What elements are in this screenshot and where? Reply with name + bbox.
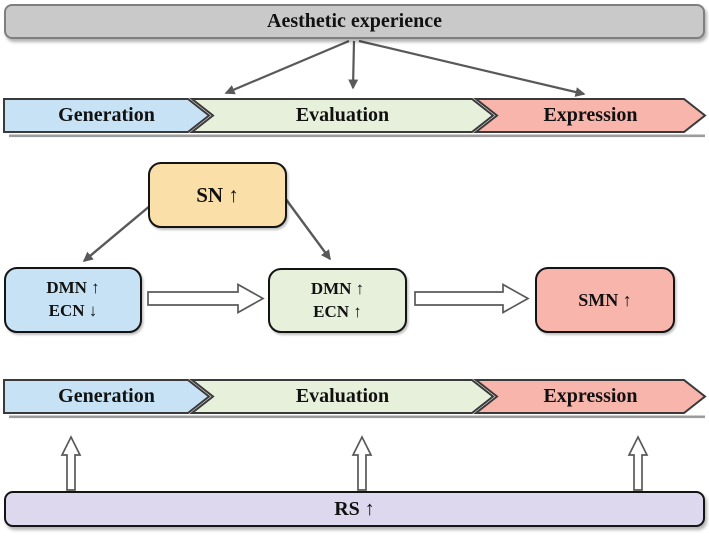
- arrow-sn-to-generation-state: [82, 204, 152, 262]
- block-arrow-evaluation-to-expression: [414, 283, 530, 314]
- title-fanout-arrows: [224, 39, 586, 97]
- generation-state-text: DMN ↑ ECN ↓: [46, 277, 99, 323]
- arrow-title-to-evaluation: [348, 40, 359, 90]
- aesthetic-experience-box: Aesthetic experience: [4, 4, 705, 39]
- chevron-evaluation-top: [189, 98, 495, 133]
- chevron-row-top-shadow: [9, 134, 705, 138]
- chevron-expression-bottom: [473, 379, 707, 414]
- chevron-generation-top: [3, 98, 211, 133]
- rs-upward-arrows: [60, 435, 649, 491]
- smn-box: SMN ↑: [535, 267, 675, 333]
- chevron-row-top: [3, 98, 707, 133]
- arrow-title-to-expression: [358, 39, 586, 97]
- block-arrow-rs-to-generation: [60, 435, 82, 491]
- sn-arrows: [82, 197, 331, 262]
- state-transition-arrows: [147, 283, 530, 314]
- block-arrow-rs-to-evaluation: [351, 435, 373, 491]
- aesthetic-experience-label: Aesthetic experience: [267, 10, 442, 32]
- rs-box: RS ↑: [4, 491, 705, 527]
- block-arrow-generation-to-evaluation: [147, 283, 265, 314]
- sn-label: SN ↑: [196, 182, 239, 207]
- evaluation-state-line2: ECN ↑: [313, 301, 362, 321]
- block-arrow-rs-to-expression: [627, 435, 649, 491]
- chevron-generation-bottom: [3, 379, 211, 414]
- chevron-row-bottom: [3, 379, 707, 414]
- arrow-title-to-generation: [224, 39, 350, 95]
- chevron-row-bottom-shadow: [9, 415, 705, 419]
- chevron-evaluation-bottom: [189, 379, 495, 414]
- generation-state-line1: DMN ↑: [46, 278, 100, 298]
- rs-label: RS ↑: [334, 497, 375, 520]
- evaluation-state-box: DMN ↑ ECN ↑: [268, 268, 407, 333]
- evaluation-state-text: DMN ↑ ECN ↑: [311, 278, 364, 324]
- generation-state-box: DMN ↑ ECN ↓: [4, 267, 142, 333]
- generation-state-line2: ECN ↓: [48, 301, 98, 320]
- arrow-sn-to-evaluation-state: [284, 197, 331, 261]
- chevron-expression-top: [473, 98, 707, 133]
- smn-label: SMN ↑: [578, 289, 632, 310]
- evaluation-state-line1: DMN ↑: [310, 278, 365, 298]
- sn-box: SN ↑: [148, 162, 287, 228]
